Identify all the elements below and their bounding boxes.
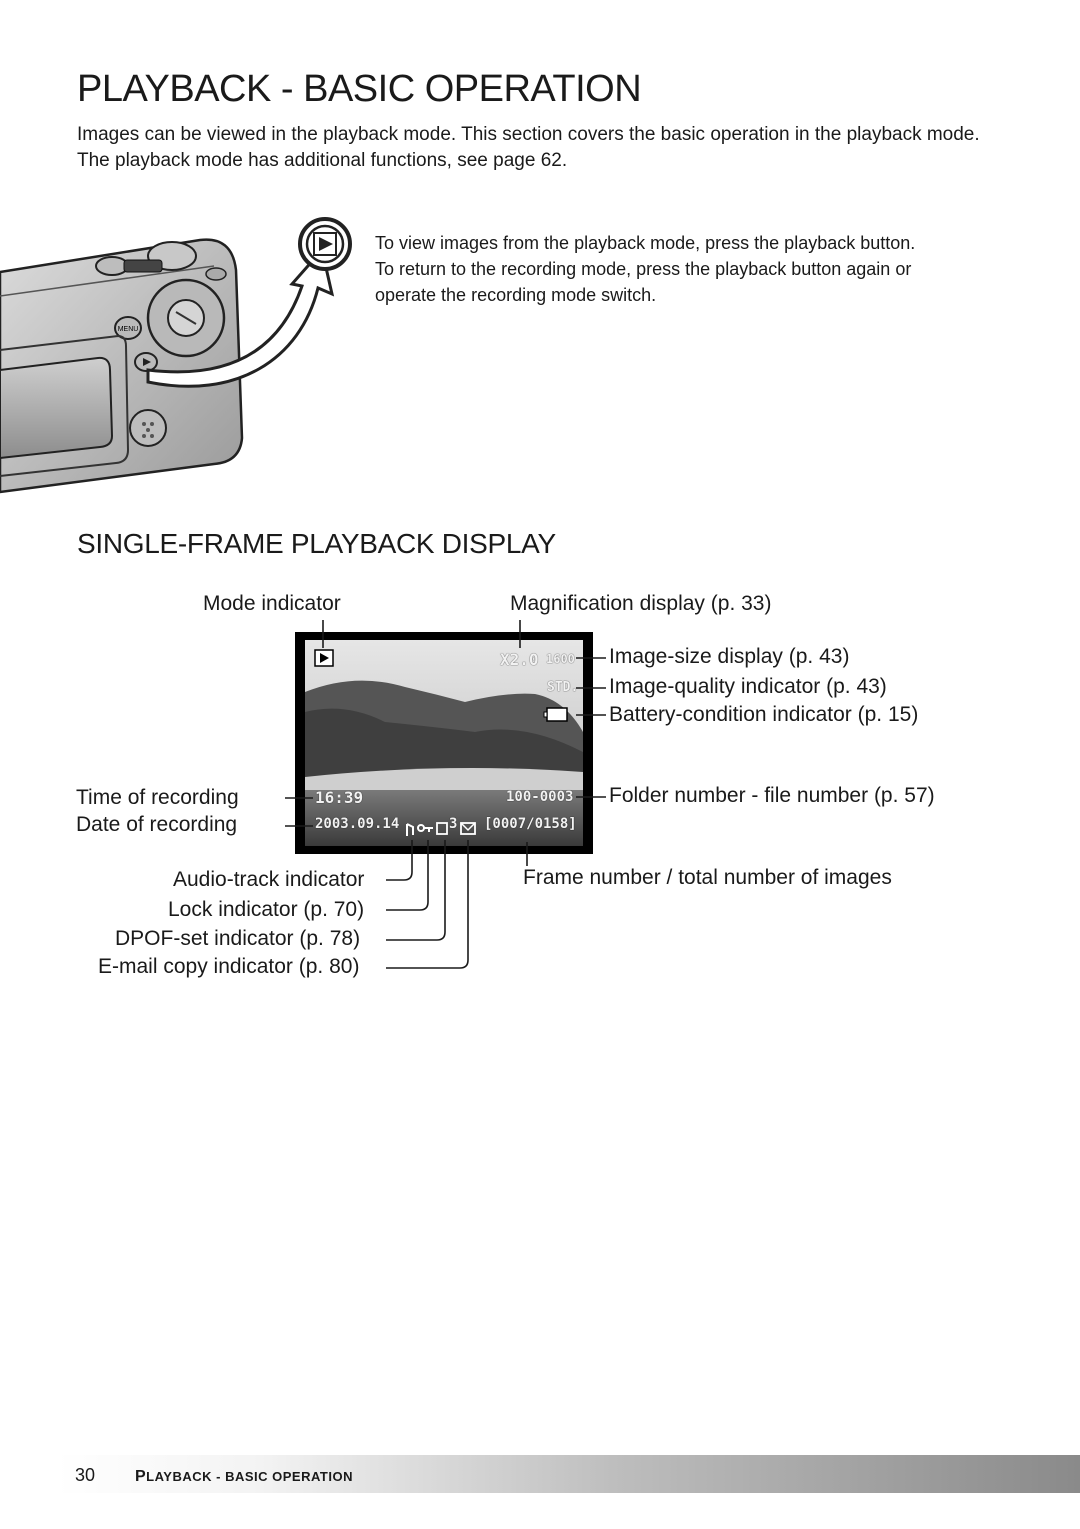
- intro-paragraph: Images can be viewed in the playback mod…: [77, 124, 980, 171]
- label-date: Date of recording: [76, 813, 238, 836]
- label-folder-file: Folder number - file number (p. 57): [609, 784, 935, 807]
- side-instructions: To view images from the playback mode, p…: [375, 230, 1005, 308]
- label-dpof: DPOF-set indicator (p. 78): [115, 927, 361, 950]
- label-email: E-mail copy indicator (p. 80): [98, 955, 360, 978]
- lcd-dpof-count: 3: [449, 816, 458, 832]
- page-title: PLAYBACK - BASIC OPERATION: [77, 68, 642, 110]
- lcd-frame-counter: [0007/0158]: [484, 816, 577, 832]
- lock-icon: [417, 824, 433, 832]
- label-mode-indicator: Mode indicator: [203, 592, 341, 615]
- lcd-image-size: 1600: [546, 652, 575, 666]
- dpof-icon: [436, 822, 448, 835]
- footer-section-title: PLAYBACK - BASIC OPERATION: [135, 1468, 353, 1486]
- lcd-time: 16:39: [315, 788, 364, 807]
- footer-section-rest: LAYBACK - BASIC OPERATION: [146, 1469, 353, 1484]
- leader-lines: [285, 620, 606, 969]
- label-audio-track: Audio-track indicator: [173, 868, 365, 891]
- audio-track-icon: [406, 823, 414, 836]
- side-line-1: To view images from the playback mode, p…: [375, 233, 916, 253]
- lcd-image-quality: STD.: [547, 680, 579, 695]
- menu-button-label: MENU: [118, 326, 139, 333]
- side-line-2: To return to the recording mode, press t…: [375, 259, 912, 279]
- lcd-folder-file: 100-0003: [506, 789, 574, 805]
- label-image-quality: Image-quality indicator (p. 43): [609, 675, 887, 698]
- camera-illustration: MENU: [0, 217, 352, 494]
- footer-bar: [57, 1455, 1080, 1493]
- footer-section-initial: P: [135, 1468, 147, 1485]
- label-frame: Frame number / total number of images: [523, 866, 892, 889]
- label-time: Time of recording: [76, 786, 239, 809]
- label-battery: Battery-condition indicator (p. 15): [609, 703, 919, 726]
- section-subtitle: SINGLE-FRAME PLAYBACK DISPLAY: [77, 528, 556, 559]
- label-image-size: Image-size display (p. 43): [609, 645, 850, 668]
- lcd-screen: [295, 632, 593, 854]
- email-icon: [460, 822, 476, 835]
- label-lock: Lock indicator (p. 70): [168, 898, 365, 921]
- page-number: 30: [75, 1465, 96, 1485]
- lcd-magnification: X2.0: [500, 650, 539, 669]
- label-magnification: Magnification display (p. 33): [510, 592, 772, 615]
- side-line-3: operate the recording mode switch.: [375, 285, 657, 305]
- lcd-date: 2003.09.14: [315, 816, 400, 832]
